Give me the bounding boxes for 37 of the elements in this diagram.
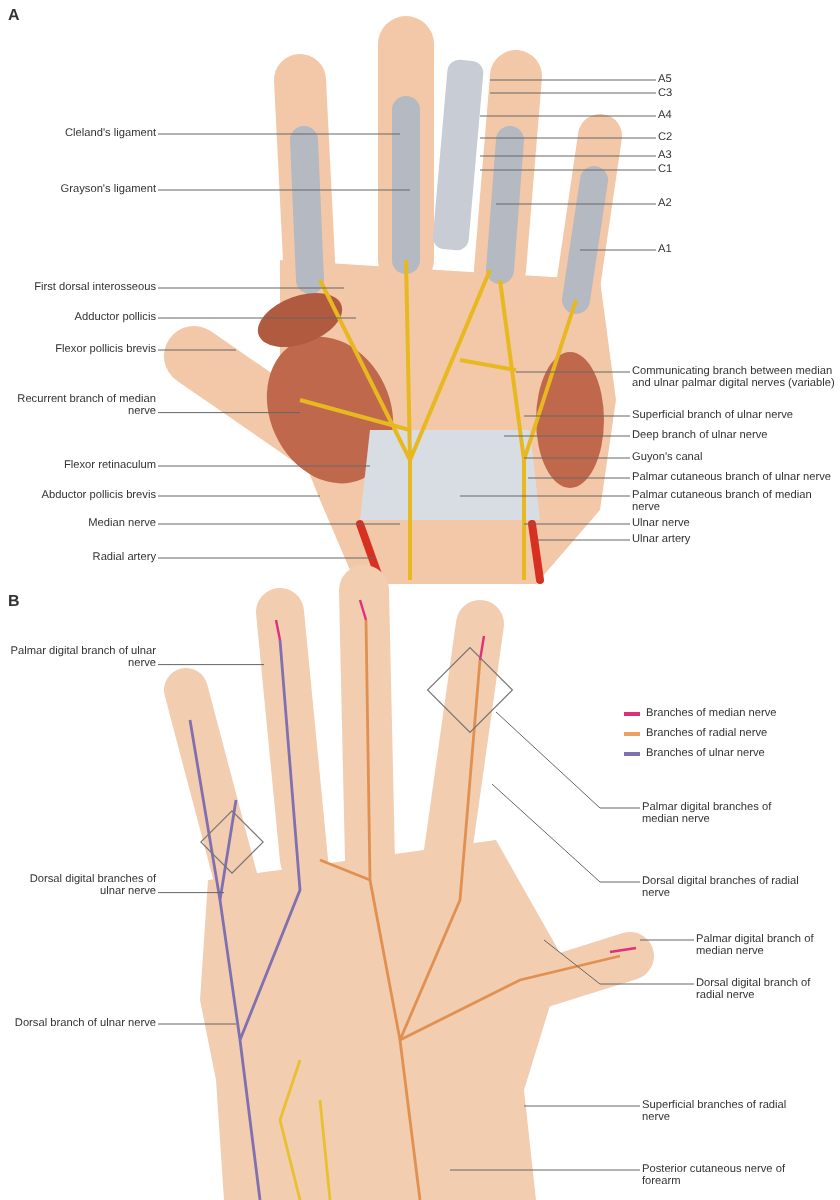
leader-line [479,115,657,117]
leader-line [157,1023,237,1025]
leader-line [489,92,657,94]
leader-line [491,783,641,883]
leader-line [157,495,321,497]
leader-line [459,495,631,497]
leader-line [523,523,631,525]
leader-line [479,155,657,157]
leader-line [515,371,631,373]
leader-line [495,203,657,205]
leader-line [157,349,237,351]
panel-letter: B [8,592,20,610]
leader-line [579,249,657,251]
leader-line [157,189,411,191]
leader-line [535,539,631,541]
leader-line [489,79,657,81]
leader-line [157,412,301,414]
leader-line [527,477,631,479]
leader-line [479,137,657,139]
leader-line [157,317,357,319]
leader-line [157,892,225,894]
panel-letter: A [8,6,20,24]
leader-line [523,415,631,417]
leader-line [503,435,631,437]
leader-line [449,1169,641,1171]
leader-line [157,287,345,289]
leader-line [157,465,371,467]
leader-line [523,457,631,459]
leader-line [157,523,401,525]
leader-line [157,557,377,559]
leader-line [157,664,265,666]
leader-line [157,133,401,135]
leader-line [523,1105,641,1107]
leader-line [479,169,657,171]
leader-line [495,711,641,809]
leader-line [639,939,695,941]
leader-line [543,939,695,985]
